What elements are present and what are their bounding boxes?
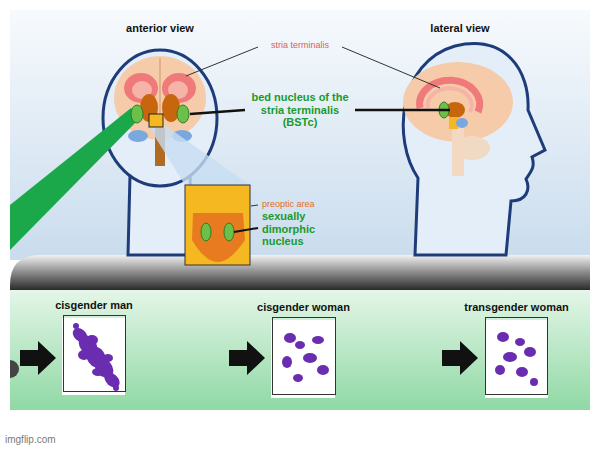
lateral-head — [403, 44, 545, 255]
watermark: imgflip.com — [5, 434, 125, 446]
structure-label: bed nucleus of the stria terminalis (BST… — [248, 91, 352, 129]
sample-panel: transgender woman — [463, 301, 570, 395]
structure-label: sexually dimorphic nucleus — [262, 210, 347, 248]
view-title: lateral view — [418, 22, 502, 35]
structure-label: preoptic area — [262, 199, 342, 209]
structure-label: stria terminalis — [258, 40, 342, 50]
sample-ground — [62, 318, 125, 395]
sample-box — [63, 315, 126, 392]
panel-heading: transgender woman — [463, 301, 570, 313]
sample-ground — [485, 320, 548, 398]
sample-ground — [271, 320, 335, 398]
neuron-cluster-small — [495, 332, 538, 386]
leader-lines — [186, 47, 450, 232]
view-title: anterior view — [115, 22, 205, 35]
preoptic-inset — [185, 185, 250, 265]
sample-box — [485, 317, 548, 395]
neuron-cluster-large — [70, 323, 123, 391]
green-ground — [10, 290, 590, 410]
sample-box — [272, 317, 336, 395]
panel-heading: cisgender woman — [256, 301, 351, 313]
neuron-cluster-small — [282, 333, 329, 382]
sample-panel: cisgender woman — [256, 301, 351, 395]
panel-heading: cisgender man — [54, 299, 134, 311]
top-ground — [10, 10, 590, 260]
grey-band — [10, 255, 590, 290]
sample-panel: cisgender man — [54, 299, 134, 392]
